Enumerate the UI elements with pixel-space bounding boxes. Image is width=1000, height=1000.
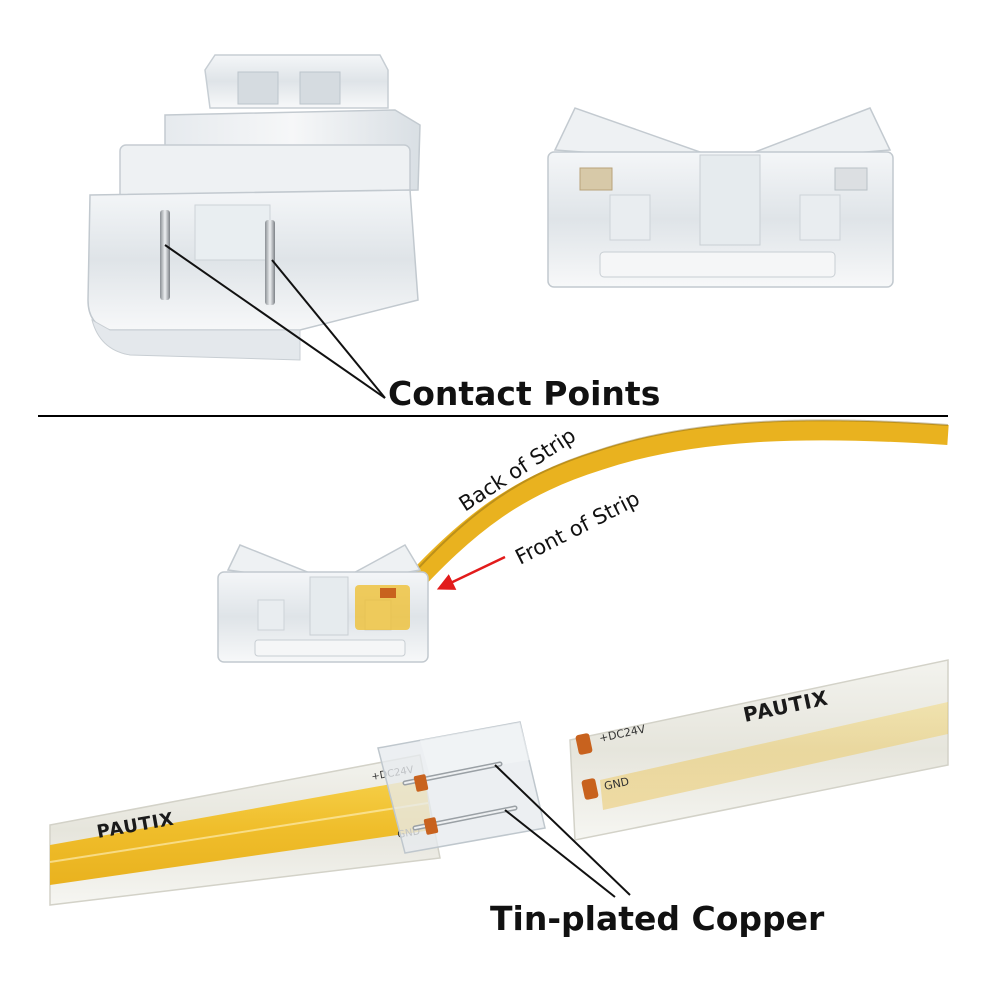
- callout-line-left-pin: [164, 244, 386, 399]
- connector-perspective-view: [87, 54, 421, 361]
- strip-insertion-demo: [217, 419, 949, 663]
- led-strip-left: PAUTIX +DC24V GND: [49, 754, 441, 906]
- contact-points-label: Contact Points: [388, 374, 660, 413]
- strip-right-ground: GND: [603, 775, 630, 793]
- tin-plated-copper-label: Tin-plated Copper: [490, 899, 825, 938]
- led-strip-right: PAUTIX +DC24V GND: [569, 659, 949, 841]
- callout-line-right-pin: [271, 259, 386, 399]
- connector-front-view-open: [547, 107, 894, 288]
- tin-plated-copper-callout: Tin-plated Copper: [490, 764, 825, 938]
- front-of-strip-arrow: [436, 555, 506, 590]
- connector-joined: [377, 721, 546, 854]
- callout-line-lower-pin: [504, 809, 616, 898]
- callout-line-upper-pin: [494, 764, 631, 896]
- contact-points-callout: Contact Points: [164, 244, 660, 413]
